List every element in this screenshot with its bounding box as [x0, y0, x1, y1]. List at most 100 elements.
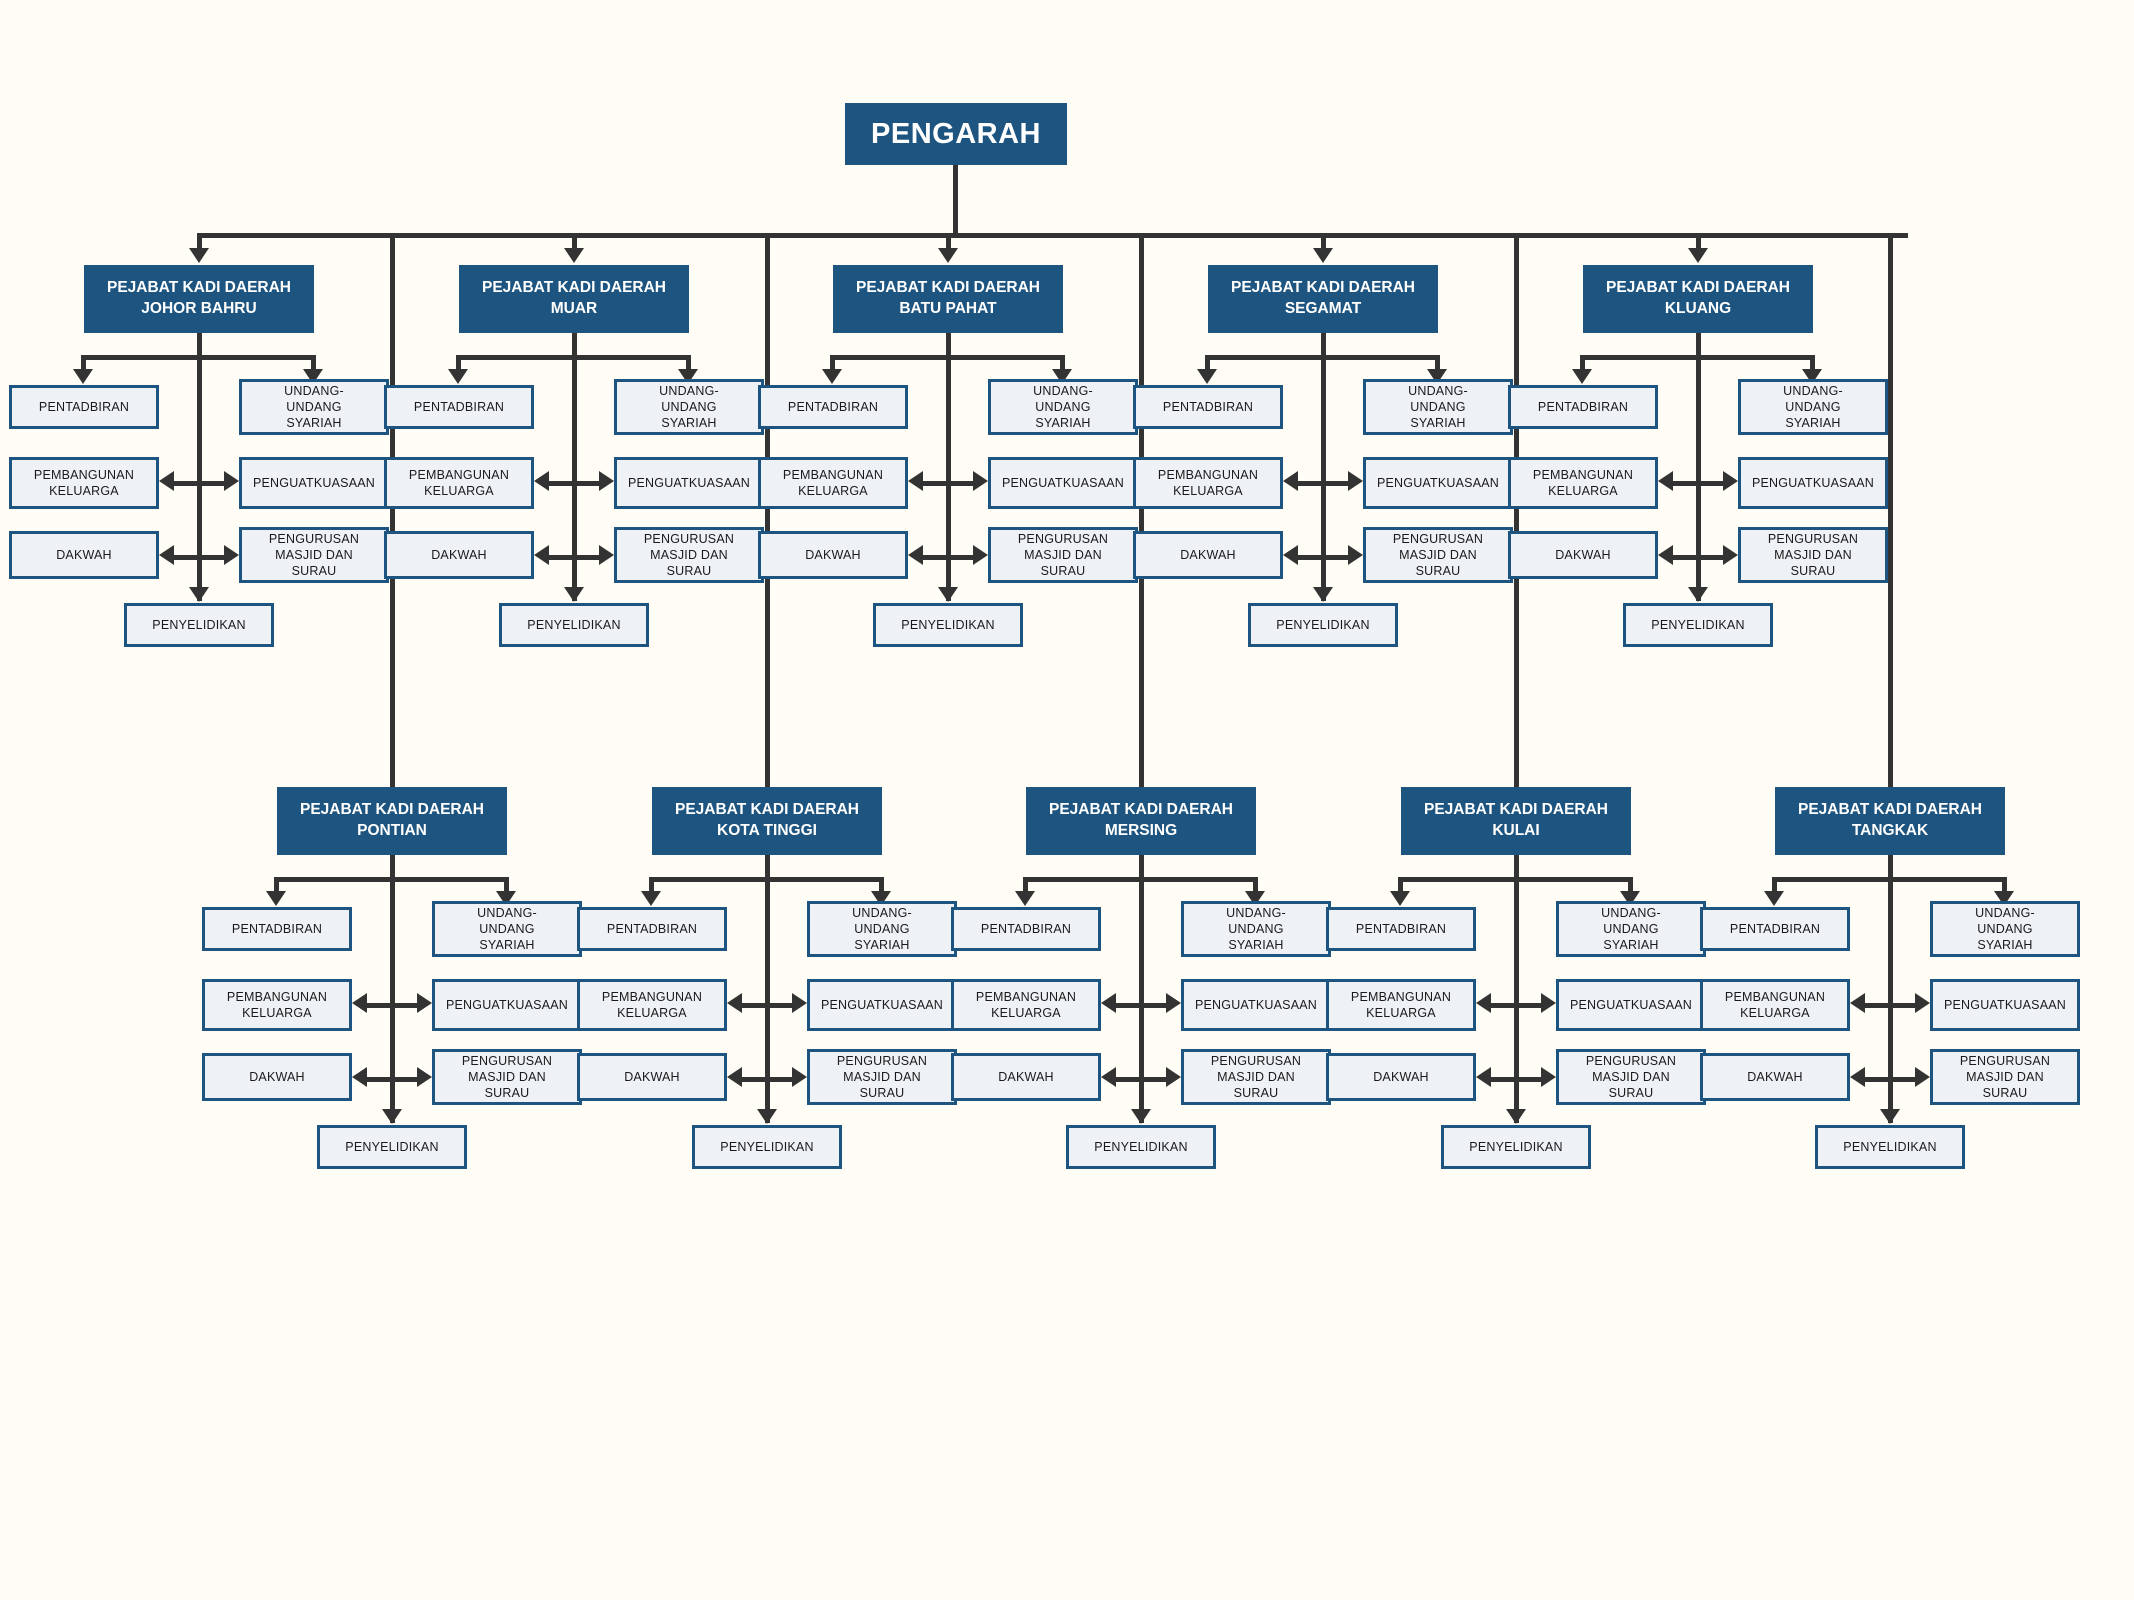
cross-arrow-line-row3-kota-tinggi [740, 1077, 794, 1082]
unit-penguatkuasaan-muar[interactable]: PENGUATKUASAAN [614, 457, 764, 509]
root-node-pengarah[interactable]: PENGARAH [845, 103, 1067, 165]
unit-pentadbiran-batu-pahat[interactable]: PENTADBIRAN [758, 385, 908, 429]
branch-drop-left-pontian [274, 877, 279, 895]
unit-pentadbiran-tangkak[interactable]: PENTADBIRAN [1700, 907, 1850, 951]
unit-dakwah-mersing[interactable]: DAKWAH [951, 1053, 1101, 1101]
unit-pentadbiran-kota-tinggi[interactable]: PENTADBIRAN [577, 907, 727, 951]
branch-bar-kluang [1580, 355, 1810, 360]
unit-penyelidikan-batu-pahat[interactable]: PENYELIDIKAN [873, 603, 1023, 647]
unit-pentadbiran-kulai[interactable]: PENTADBIRAN [1326, 907, 1476, 951]
unit-penyelidikan-pontian[interactable]: PENYELIDIKAN [317, 1125, 467, 1169]
unit-penyelidikan-tangkak[interactable]: PENYELIDIKAN [1815, 1125, 1965, 1169]
unit-penguatkuasaan-batu-pahat[interactable]: PENGUATKUASAAN [988, 457, 1138, 509]
unit-penguatkuasaan-johor-bahru[interactable]: PENGUATKUASAAN [239, 457, 389, 509]
arrow-left-row2-segamat [1283, 471, 1298, 491]
unit-dakwah-segamat[interactable]: DAKWAH [1133, 531, 1283, 579]
unit-penyelidikan-kulai[interactable]: PENYELIDIKAN [1441, 1125, 1591, 1169]
arrow-down-penyelidikan-muar [564, 587, 584, 602]
district-spine-pontian [390, 855, 395, 1123]
unit-penyelidikan-segamat[interactable]: PENYELIDIKAN [1248, 603, 1398, 647]
unit-dakwah-batu-pahat[interactable]: DAKWAH [758, 531, 908, 579]
unit-dakwah-kota-tinggi[interactable]: DAKWAH [577, 1053, 727, 1101]
unit-dakwah-johor-bahru[interactable]: DAKWAH [9, 531, 159, 579]
unit-penguatkuasaan-kota-tinggi[interactable]: PENGUATKUASAAN [807, 979, 957, 1031]
unit-pentadbiran-muar[interactable]: PENTADBIRAN [384, 385, 534, 429]
unit-pentadbiran-segamat[interactable]: PENTADBIRAN [1133, 385, 1283, 429]
unit-penguatkuasaan-pontian[interactable]: PENGUATKUASAAN [432, 979, 582, 1031]
arrow-down-pentadbiran-johor-bahru [73, 369, 93, 384]
root-node-label: PENGARAH [871, 117, 1041, 150]
unit-pentadbiran-johor-bahru[interactable]: PENTADBIRAN [9, 385, 159, 429]
arrow-left-row2-muar [534, 471, 549, 491]
cross-arrow-line-row2-tangkak [1863, 1003, 1917, 1008]
district-spine-muar [572, 333, 577, 601]
row1-drop-segamat [1321, 233, 1326, 251]
unit-penyelidikan-johor-bahru[interactable]: PENYELIDIKAN [124, 603, 274, 647]
unit-penguatkuasaan-mersing[interactable]: PENGUATKUASAAN [1181, 979, 1331, 1031]
cross-arrow-line-row3-segamat [1296, 555, 1350, 560]
unit-penyelidikan-kluang[interactable]: PENYELIDIKAN [1623, 603, 1773, 647]
unit-penyelidikan-kota-tinggi[interactable]: PENYELIDIKAN [692, 1125, 842, 1169]
unit-pentadbiran-kluang[interactable]: PENTADBIRAN [1508, 385, 1658, 429]
unit-dakwah-kulai[interactable]: DAKWAH [1326, 1053, 1476, 1101]
unit-dakwah-kluang[interactable]: DAKWAH [1508, 531, 1658, 579]
unit-penguatkuasaan-segamat[interactable]: PENGUATKUASAAN [1363, 457, 1513, 509]
district-header-name: KLUANG [1664, 300, 1732, 317]
row1-drop-kluang [1696, 233, 1701, 251]
unit-pentadbiran-mersing[interactable]: PENTADBIRAN [951, 907, 1101, 951]
unit-penyelidikan-muar[interactable]: PENYELIDIKAN [499, 603, 649, 647]
cross-arrow-line-row2-batu-pahat [921, 481, 975, 486]
branch-drop-right-johor-bahru [311, 355, 316, 373]
unit-dakwah-pontian[interactable]: DAKWAH [202, 1053, 352, 1101]
unit-penguatkuasaan-tangkak[interactable]: PENGUATKUASAAN [1930, 979, 2080, 1031]
unit-penyelidikan-mersing[interactable]: PENYELIDIKAN [1066, 1125, 1216, 1169]
unit-dakwah-muar[interactable]: DAKWAH [384, 531, 534, 579]
arrow-left-row2-batu-pahat [908, 471, 923, 491]
unit-pentadbiran-pontian[interactable]: PENTADBIRAN [202, 907, 352, 951]
cross-arrow-line-row3-batu-pahat [921, 555, 975, 560]
unit-penguatkuasaan-kulai[interactable]: PENGUATKUASAAN [1556, 979, 1706, 1031]
unit-dakwah-tangkak[interactable]: DAKWAH [1700, 1053, 1850, 1101]
unit-penguatkuasaan-kluang[interactable]: PENGUATKUASAAN [1738, 457, 1888, 509]
